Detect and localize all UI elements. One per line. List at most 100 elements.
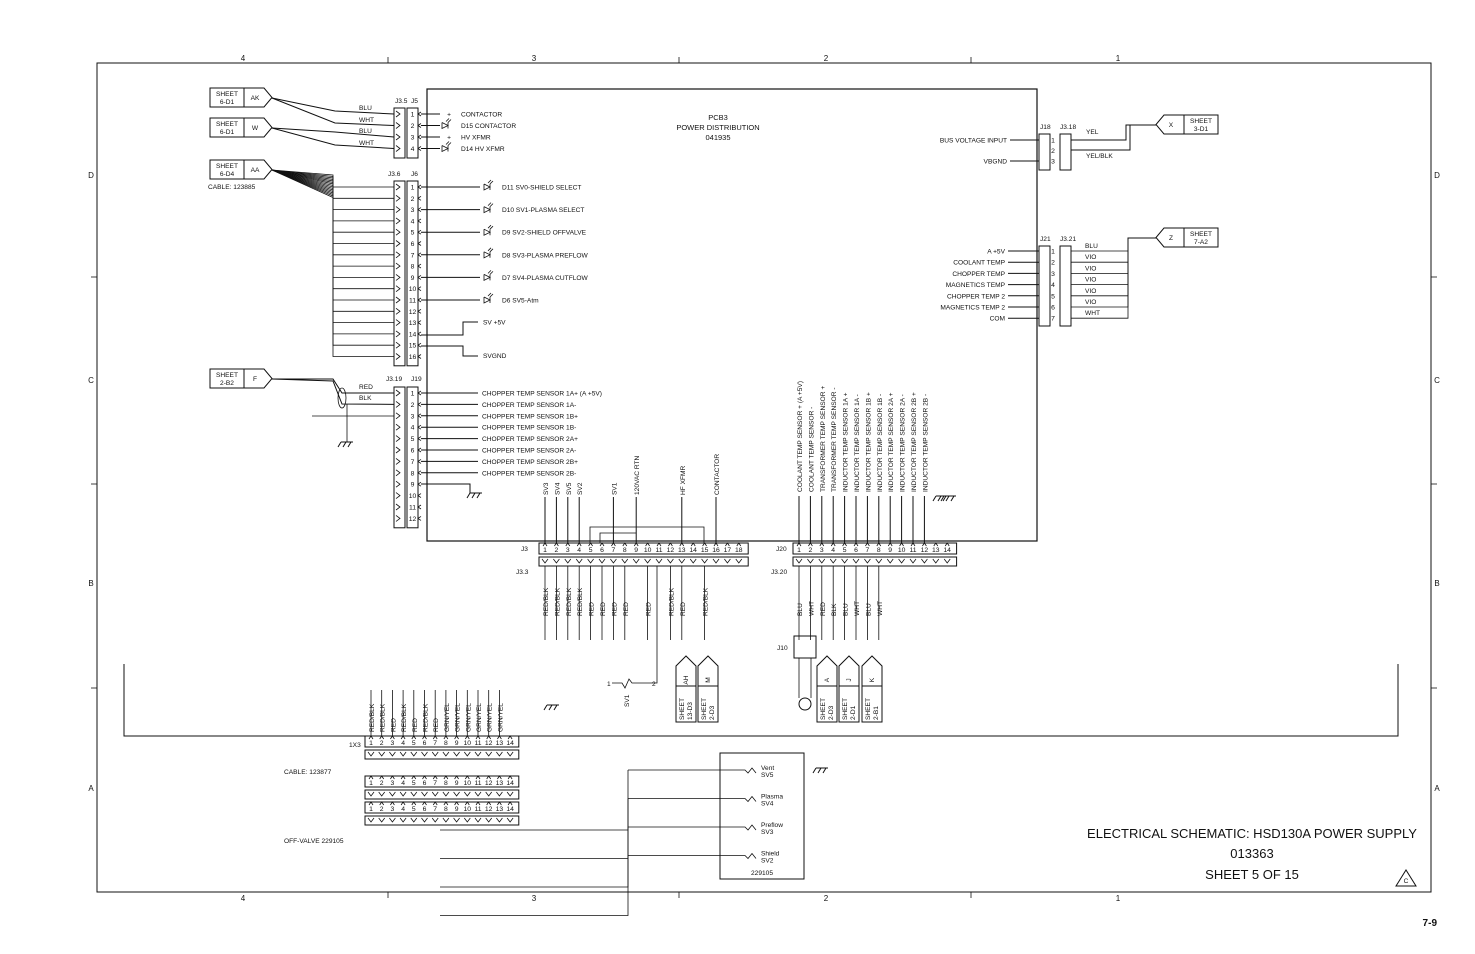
j6-pin-chevron	[395, 206, 401, 213]
j6-pin-number: 7	[411, 252, 415, 259]
j3-pin-arrow	[690, 542, 696, 547]
sheet-ref-ah-loc: 13-D3	[687, 702, 694, 720]
j3-signal-label: HF XFMR	[680, 465, 687, 495]
j5-wire-color: BLU	[359, 128, 372, 135]
j5-signal-label: HV XFMR	[461, 135, 491, 142]
cable-123877-pin-chevron	[431, 791, 439, 797]
j20-pin-arrow	[933, 542, 939, 547]
j3-pin-number: 6	[600, 547, 604, 554]
j6-plug-label: J3.6	[388, 171, 401, 178]
j6-pin-arrow	[417, 308, 422, 314]
j20-pin-number: 8	[877, 547, 881, 554]
cable-123877-pin-number: 11	[474, 780, 481, 787]
sheet-ref-z-loc: 7-A2	[1194, 239, 1208, 246]
off-valve-pin-number: 4	[401, 806, 405, 813]
sheet-ref-ak-tag	[243, 87, 273, 108]
j21-pin-number: 2	[1051, 260, 1055, 267]
x3-pin-number: 6	[423, 740, 427, 747]
j20-signal-label: INDUCTOR TEMP SENSOR 2A -	[900, 394, 907, 492]
sheet-ref-x-tag	[1155, 114, 1185, 135]
j6-pin-arrow	[417, 207, 422, 212]
sheet-ref-w-tag-label: W	[252, 125, 259, 132]
j19-pin-number: 11	[409, 505, 416, 512]
j20-pin-chevron	[943, 558, 951, 564]
j20-pin-chevron	[795, 558, 803, 564]
cable-123877-pin-number: 7	[433, 780, 437, 787]
x3-pin-chevron	[389, 751, 396, 757]
j19-pin-number: 1	[411, 391, 415, 398]
off-valve-pin-number: 2	[380, 806, 384, 813]
x3-wire-color: RED	[412, 718, 419, 732]
j19-plug-label: J3.19	[386, 376, 402, 383]
sheet-ref-a-tag	[816, 655, 838, 687]
j3-pin-number: 13	[678, 547, 686, 554]
off-valve-pin-arrow	[379, 801, 385, 806]
j6-pin-number: 16	[409, 354, 417, 361]
j21-pin-number: 7	[1051, 316, 1055, 323]
j3-signal-label: SV2	[577, 482, 584, 495]
sheet-ref-k-tag-label: K	[869, 677, 876, 682]
j6-led-label: D11 SV0-SHIELD SELECT	[502, 185, 581, 192]
sheet-ref-x-tag-label: X	[1169, 122, 1174, 129]
j3-pin-chevron	[701, 558, 708, 564]
off-valve-pin-number: 3	[391, 806, 395, 813]
j5-wire-color: BLU	[359, 105, 372, 112]
cable-123877-pin-number: 13	[496, 780, 504, 787]
sheet-ref-aa-tag	[243, 159, 273, 180]
j10-connector	[793, 635, 817, 659]
j19-pin-number: 2	[411, 402, 415, 409]
j3-pin-chevron	[689, 558, 697, 564]
j19-pin-arrow	[417, 413, 422, 419]
j3-pin-chevron	[610, 558, 617, 564]
j20-signal-label: COOLANT TEMP SENSOR + (A +5V)	[797, 381, 804, 492]
j19-pin-chevron	[395, 412, 401, 420]
sheet-ref-j-box	[838, 685, 860, 723]
sheet-ref-j-tag-label: J	[846, 678, 853, 681]
j10-label: J10	[777, 645, 788, 652]
j5-led-diode	[441, 122, 449, 130]
j6-pin-arrow	[417, 184, 422, 190]
j6-sv5v-trace	[421, 321, 478, 336]
j19-pin-arrow	[417, 481, 422, 487]
j6-pin-number: 5	[411, 230, 415, 237]
j6-pin-arrow	[417, 331, 422, 337]
j20-wire-color: WHT	[854, 601, 861, 616]
j6-pin-arrow	[417, 229, 422, 235]
j21-wire-color: WHT	[1085, 310, 1100, 317]
j20-wire-color: BLU	[797, 603, 804, 616]
j6-led-diode	[483, 183, 491, 191]
cable-123877-pin-arrow	[432, 775, 438, 780]
off-valve-pin-chevron	[367, 817, 375, 823]
j18-wire-yelblk	[1071, 125, 1131, 151]
j3-signal-label: SV5	[566, 482, 573, 495]
cable-label-123885: CABLE: 123885	[208, 184, 256, 191]
j6-led-label: D6 SV5-Atm	[502, 298, 539, 305]
j3-wire-color: RED	[589, 602, 596, 616]
j20-plug	[792, 556, 958, 567]
j3-wire-color: RED/BLK	[577, 587, 584, 616]
valve-sv-label: SV4	[761, 801, 774, 808]
j6-pin-number: 13	[409, 320, 417, 327]
x3-pin-number: 5	[412, 740, 416, 747]
j19-pin-chevron	[395, 401, 401, 408]
j6-pin-chevron	[395, 307, 401, 315]
cable-123877-pin-arrow	[486, 775, 492, 780]
j3-pin-number: 15	[701, 547, 709, 554]
sheet-ref-ah-box	[675, 685, 697, 723]
valve-name-label: Plasma	[761, 794, 783, 801]
j20-signal-label: INDUCTOR TEMP SENSOR 2A +	[888, 392, 895, 492]
drawing-border	[96, 62, 1432, 893]
j20-wire-color: RED	[820, 602, 827, 616]
j6-led-label: D9 SV2-SHIELD OFFVALVE	[502, 230, 587, 237]
j6-led-diode	[483, 274, 491, 282]
j6-pin-number: 3	[411, 207, 415, 214]
j19-wire-color: RED	[359, 384, 373, 391]
j5-pin-arrow	[417, 134, 422, 140]
x3-pin-chevron	[378, 751, 386, 757]
off-valve-pin-number: 13	[496, 806, 504, 813]
off-valve-pin-number: 6	[423, 806, 427, 813]
sheet-ref-w-tag	[243, 117, 273, 138]
